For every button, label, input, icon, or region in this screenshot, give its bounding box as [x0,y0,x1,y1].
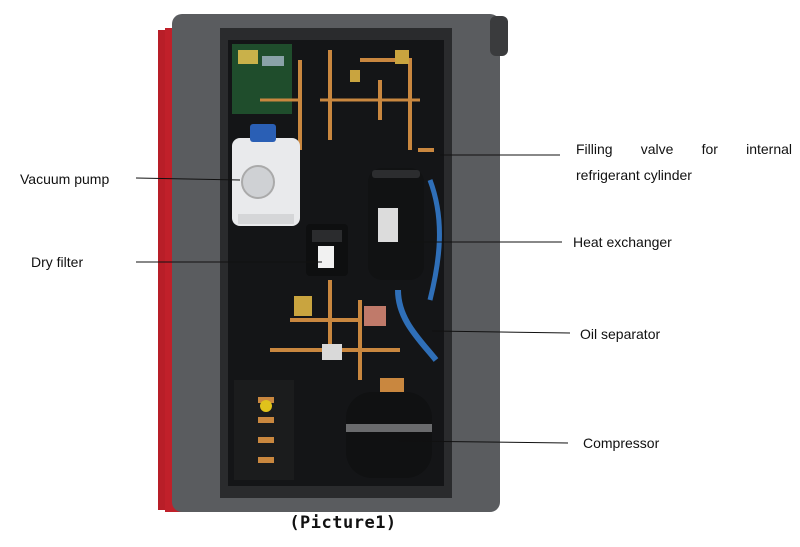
label-oil-separator: Oil separator [580,326,661,342]
filling-word-4: internal [746,141,792,157]
filling-valve-line1: Filling valve for internal [576,140,792,158]
label-heat-exchanger: Heat exchanger [573,234,672,250]
filling-word-3: for [701,141,718,157]
vacuum-pump-shape [232,124,300,226]
leader-oil-separator [431,330,571,334]
dry-filter-shape [306,224,348,276]
heat-exchanger-shape [368,168,424,280]
label-dry-filter: Dry filter [31,254,84,270]
filling-word-1: Filling [576,141,613,157]
filling-word-2: valve [640,141,674,157]
filling-valve-line2: refrigerant cylinder [576,167,692,183]
figure-caption: (Picture1) [289,513,397,533]
leader-compressor [397,440,569,444]
label-compressor: Compressor [583,435,660,451]
label-filling-valve: Filling valve for internal refrigerant c… [576,140,792,184]
compressor-shape [346,378,432,478]
leader-vacuum-pump [135,177,241,181]
label-vacuum-pump: Vacuum pump [20,171,110,187]
